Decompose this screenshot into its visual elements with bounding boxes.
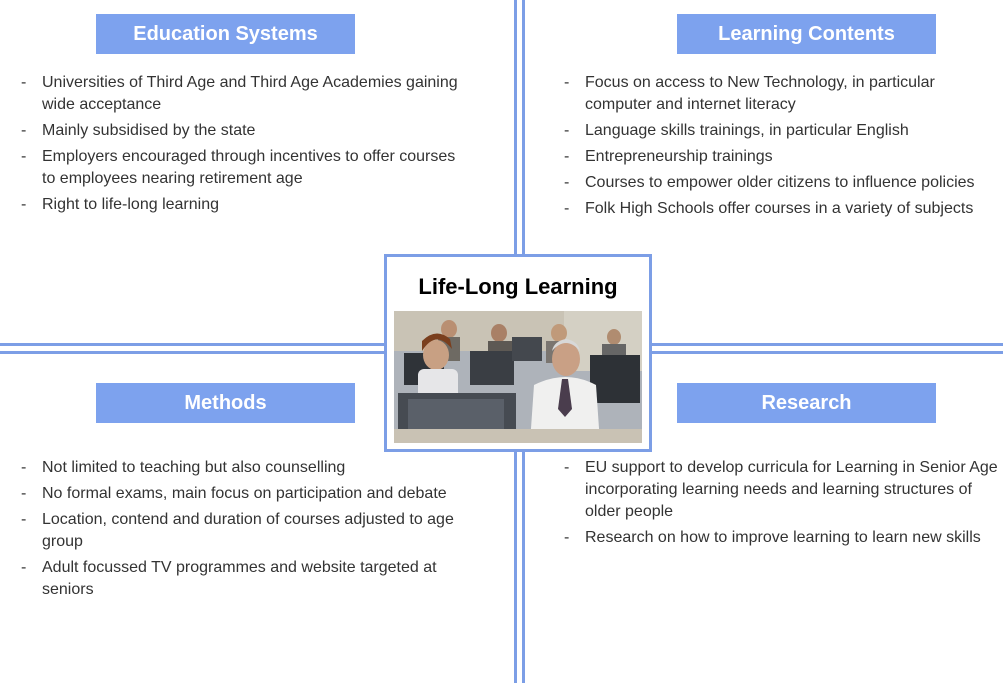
vertical-divider-bottom (514, 450, 525, 683)
classroom-photo-image (394, 311, 642, 443)
list-item: No formal exams, main focus on participa… (21, 483, 466, 505)
list-item: EU support to develop curricula for Lear… (564, 457, 1003, 523)
center-title: Life-Long Learning (418, 274, 618, 299)
list-item: Focus on access to New Technology, in pa… (564, 72, 1003, 116)
list-item: Language skills trainings, in particular… (564, 120, 1003, 142)
list-item: Universities of Third Age and Third Age … (21, 72, 471, 116)
list-item: Right to life-long learning (21, 194, 471, 216)
list-item: Entrepreneurship trainings (564, 146, 1003, 168)
list-item: Mainly subsidised by the state (21, 120, 471, 142)
center-box: Life-Long Learning (384, 254, 652, 452)
methods-list: Not limited to teaching but also counsel… (21, 457, 466, 605)
list-item: Research on how to improve learning to l… (564, 527, 1003, 549)
horizontal-divider-right (650, 343, 1003, 354)
methods-header: Methods (96, 383, 355, 423)
education-systems-header: Education Systems (96, 14, 355, 54)
list-item: Employers encouraged through incentives … (21, 146, 471, 190)
research-list: EU support to develop curricula for Lear… (564, 457, 1003, 553)
classroom-photo (394, 311, 642, 443)
list-item: Folk High Schools offer courses in a var… (564, 198, 1003, 220)
learning-contents-header: Learning Contents (677, 14, 936, 54)
horizontal-divider-left (0, 343, 386, 354)
learning-contents-list: Focus on access to New Technology, in pa… (564, 72, 1003, 224)
research-header: Research (677, 383, 936, 423)
list-item: Not limited to teaching but also counsel… (21, 457, 466, 479)
list-item: Location, contend and duration of course… (21, 509, 466, 553)
list-item: Adult focussed TV programmes and website… (21, 557, 466, 601)
vertical-divider-top (514, 0, 525, 256)
list-item: Courses to empower older citizens to inf… (564, 172, 1003, 194)
education-systems-list: Universities of Third Age and Third Age … (21, 72, 471, 220)
